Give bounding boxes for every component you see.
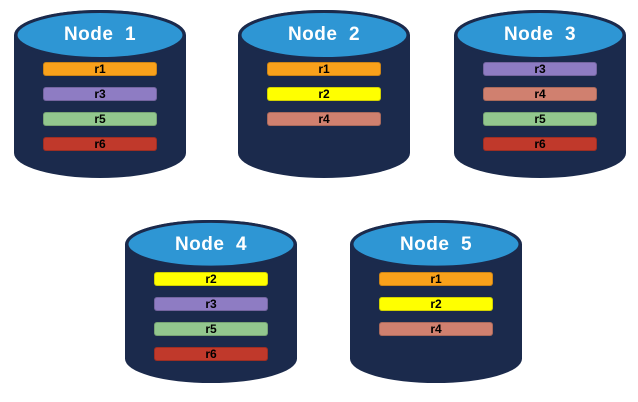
replica-bar-r5: r5 — [154, 322, 268, 336]
node-title: Node 3 — [503, 24, 577, 45]
replica-bar-r2: r2 — [379, 297, 493, 311]
replica-bar-r3: r3 — [483, 62, 597, 76]
db-node-5: Node 5 r1 r2 r4 — [348, 218, 524, 385]
replica-list: r1 r2 r4 — [379, 272, 493, 336]
node-title: Node 4 — [174, 234, 248, 255]
db-node-4: Node 4 r2 r3 r5 r6 — [123, 218, 299, 385]
replica-label: r2 — [430, 297, 442, 311]
replica-label: r1 — [318, 62, 330, 76]
replica-bar-r5: r5 — [43, 112, 157, 126]
replica-bar-r6: r6 — [154, 347, 268, 361]
replica-bar-r1: r1 — [43, 62, 157, 76]
replica-label: r4 — [318, 112, 330, 126]
replica-label: r1 — [94, 62, 106, 76]
replica-label: r2 — [318, 87, 330, 101]
replica-label: r5 — [205, 322, 217, 336]
replica-bar-r3: r3 — [43, 87, 157, 101]
replica-bar-r4: r4 — [483, 87, 597, 101]
db-node-3: Node 3 r3 r4 r5 r6 — [452, 8, 628, 180]
replica-label: r3 — [205, 297, 217, 311]
replica-list: r1 r3 r5 r6 — [43, 62, 157, 151]
replica-bar-r2: r2 — [267, 87, 381, 101]
node-title: Node 5 — [399, 234, 473, 255]
replica-label: r6 — [94, 137, 106, 151]
replica-label: r1 — [430, 272, 442, 286]
replica-label: r2 — [205, 272, 217, 286]
replica-bar-r6: r6 — [43, 137, 157, 151]
db-node-2: Node 2 r1 r2 r4 — [236, 8, 412, 180]
replica-label: r5 — [94, 112, 106, 126]
replica-list: r2 r3 r5 r6 — [154, 272, 268, 361]
db-node-1: Node 1 r1 r3 r5 r6 — [12, 8, 188, 180]
replica-label: r3 — [94, 87, 106, 101]
replica-list: r3 r4 r5 r6 — [483, 62, 597, 151]
replica-bar-r1: r1 — [379, 272, 493, 286]
replica-list: r1 r2 r4 — [267, 62, 381, 126]
replica-label: r4 — [430, 322, 442, 336]
replica-bar-r3: r3 — [154, 297, 268, 311]
replica-label: r6 — [534, 137, 546, 151]
node-title: Node 2 — [287, 24, 361, 45]
node-title: Node 1 — [63, 24, 137, 45]
replica-bar-r4: r4 — [379, 322, 493, 336]
replica-label: r5 — [534, 112, 546, 126]
replica-bar-r5: r5 — [483, 112, 597, 126]
replica-bar-r1: r1 — [267, 62, 381, 76]
replica-label: r3 — [534, 62, 546, 76]
replica-bar-r2: r2 — [154, 272, 268, 286]
replica-bar-r6: r6 — [483, 137, 597, 151]
replica-label: r4 — [534, 87, 546, 101]
replica-label: r6 — [205, 347, 217, 361]
replica-bar-r4: r4 — [267, 112, 381, 126]
